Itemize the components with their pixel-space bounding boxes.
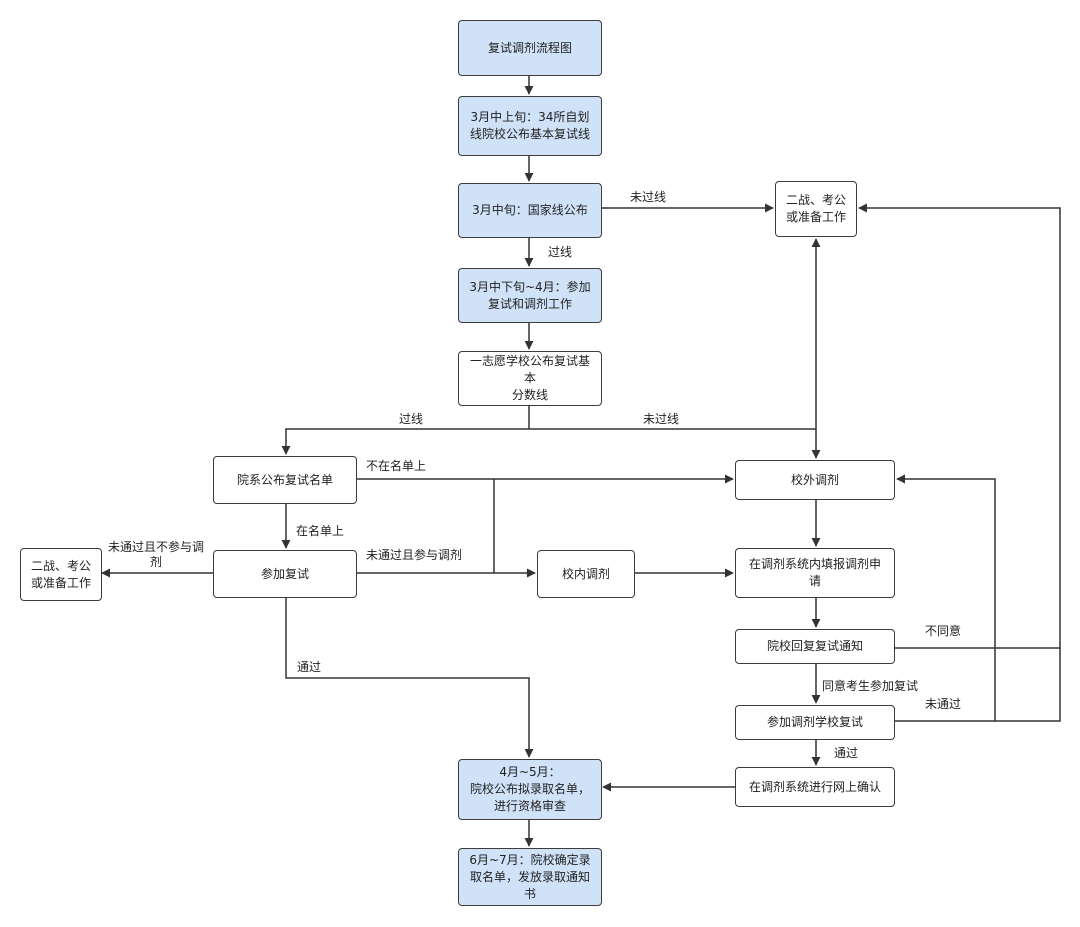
node-dept-retest-list[interactable]: 院系公布复试名单 xyxy=(213,456,357,504)
node-online-confirm[interactable]: 在调剂系统进行网上确认 xyxy=(735,767,895,807)
node-first-choice-line-text: 一志愿学校公布复试基本 分数线 xyxy=(469,354,590,402)
edge-notpassed-loop-fail xyxy=(995,648,1061,722)
label-disagree: 不同意 xyxy=(925,624,962,638)
node-inside-adjust[interactable]: 校内调剂 xyxy=(537,550,635,598)
node-inside-adjust-text: 校内调剂 xyxy=(561,566,610,581)
node-34-schools-line[interactable]: 3月中上旬：34所自划 线院校公布基本复试线 xyxy=(458,96,602,156)
label-on-list: 在名单上 xyxy=(296,524,345,538)
node-online-confirm-text: 在调剂系统进行网上确认 xyxy=(748,779,881,794)
label-agree-retest: 同意考生参加复试 xyxy=(822,679,919,693)
edge-disagree-loop xyxy=(858,203,1061,649)
label-pass-first: 过线 xyxy=(399,412,424,426)
node-title[interactable]: 复试调剂流程图 xyxy=(458,20,602,76)
node-apply-adjust-text: 在调剂系统内填报调剂申请 xyxy=(748,557,881,588)
edge-firstchoice-pass xyxy=(281,428,529,455)
node-apply-adjust[interactable]: 在调剂系统内填报调剂申请 xyxy=(735,548,895,598)
node-fail-right[interactable]: 二战、考公 或准备工作 xyxy=(775,181,857,237)
label-pass-attend: 通过 xyxy=(297,660,322,674)
node-adjust-school-retest[interactable]: 参加调剂学校复试 xyxy=(735,705,895,740)
edge-notpassed-loop-outside xyxy=(895,474,996,722)
node-adjust-school-retest-text: 参加调剂学校复试 xyxy=(766,715,863,729)
edge-firstchoice-notpass xyxy=(529,428,821,459)
node-34-schools-line-text: 3月中上旬：34所自划 线院校公布基本复试线 xyxy=(469,110,590,141)
node-final-admission-text: 6月~7月：院校确定录 取名单，发放录取通知 书 xyxy=(469,852,591,901)
node-pre-admission-list-text: 4月~5月： 院校公布拟录取名单， 进行资格审查 xyxy=(469,765,590,813)
label-not-pass-first: 未过线 xyxy=(643,412,680,426)
node-retest-adjust-work[interactable]: 3月中下旬~4月：参加 复试和调剂工作 xyxy=(458,268,602,323)
label-not-on-list: 不在名单上 xyxy=(366,459,427,473)
node-title-text: 复试调剂流程图 xyxy=(487,40,572,55)
node-school-notice-text: 院校回复复试通知 xyxy=(766,639,863,653)
node-first-choice-line[interactable]: 一志愿学校公布复试基本 分数线 xyxy=(458,351,602,406)
node-fail-left-text: 二战、考公 或准备工作 xyxy=(30,558,91,590)
node-fail-left[interactable]: 二战、考公 或准备工作 xyxy=(20,548,102,601)
label-pass-national: 过线 xyxy=(548,245,573,259)
label-not-passed: 未通过 xyxy=(925,697,962,711)
label-not-pass-national: 未过线 xyxy=(630,190,667,204)
label-passed: 通过 xyxy=(834,746,859,760)
node-final-admission[interactable]: 6月~7月：院校确定录 取名单，发放录取通知 书 xyxy=(458,848,602,906)
node-attend-retest[interactable]: 参加复试 xyxy=(213,550,357,598)
label-fail-adjust: 未通过且参与调剂 xyxy=(366,548,463,562)
node-pre-admission-list[interactable]: 4月~5月： 院校公布拟录取名单， 进行资格审查 xyxy=(458,759,602,820)
label-fail-no-adjust: 未通过且不参与调 剂 xyxy=(108,540,205,569)
node-fail-right-text: 二战、考公 或准备工作 xyxy=(785,193,846,224)
node-school-notice[interactable]: 院校回复复试通知 xyxy=(735,629,895,664)
node-dept-retest-list-text: 院系公布复试名单 xyxy=(236,472,333,487)
node-outside-adjust[interactable]: 校外调剂 xyxy=(735,460,895,500)
node-attend-retest-text: 参加复试 xyxy=(260,566,309,581)
node-retest-adjust-work-text: 3月中下旬~4月：参加 复试和调剂工作 xyxy=(469,279,591,311)
edge-attend-pass xyxy=(285,598,534,758)
node-outside-adjust-text: 校外调剂 xyxy=(790,472,839,487)
node-national-line[interactable]: 3月中旬：国家线公布 xyxy=(458,183,602,238)
node-national-line-text: 3月中旬：国家线公布 xyxy=(472,203,588,217)
